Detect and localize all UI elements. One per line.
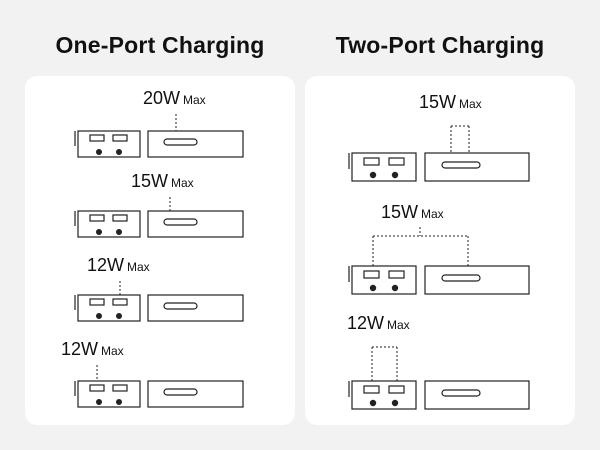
- power-bank-diagram: [348, 125, 530, 182]
- usb-side-view: [74, 380, 141, 408]
- max-label: Max: [101, 344, 124, 358]
- power-bank-diagram: [74, 197, 244, 238]
- usb-a-port-1: [89, 134, 105, 142]
- watts-value: 12W: [61, 339, 99, 359]
- power-bank-diagram: [348, 346, 530, 410]
- usb-c-port: [163, 138, 198, 146]
- usb-side-view: [348, 380, 417, 410]
- usb-side-view: [74, 210, 141, 238]
- usb-c-side-view: [147, 130, 244, 158]
- usb-a-port-2: [112, 134, 128, 142]
- one-port-charging-heading: One-Port Charging: [55, 32, 265, 58]
- power-bank-diagram: [74, 281, 244, 322]
- bracket-connector: [372, 227, 469, 271]
- watts-value: 20W: [143, 88, 181, 108]
- watts-value: 12W: [347, 313, 385, 333]
- usb-c-side-view: [424, 152, 530, 182]
- usb-side-view: [74, 130, 141, 158]
- watts-value: 12W: [87, 255, 125, 275]
- watts-value: 15W: [381, 202, 419, 222]
- two-port-charging-heading: Two-Port Charging: [335, 32, 545, 58]
- bracket-connector: [371, 346, 398, 384]
- usb-side-view: [74, 294, 141, 322]
- usb-side-view: [348, 265, 417, 295]
- max-label: Max: [183, 93, 206, 107]
- max-label: Max: [171, 176, 194, 190]
- usb-c-side-view: [147, 380, 244, 408]
- power-bank-diagram: [74, 365, 244, 408]
- foot-left: [96, 149, 102, 155]
- usb-c-side-view: [147, 210, 244, 238]
- max-label: Max: [421, 207, 444, 221]
- usb-c-side-view: [424, 380, 530, 410]
- power-bank-diagram: [348, 227, 530, 295]
- usb-c-side-view: [147, 294, 244, 322]
- watts-value: 15W: [131, 171, 169, 191]
- max-label: Max: [459, 97, 482, 111]
- power-bank-diagram: [74, 114, 244, 158]
- max-label: Max: [127, 260, 150, 274]
- foot-right: [116, 149, 122, 155]
- watts-value: 15W: [419, 92, 457, 112]
- usb-side-view: [348, 152, 417, 182]
- max-label: Max: [387, 318, 410, 332]
- usb-c-side-view: [424, 265, 530, 295]
- bracket-connector: [450, 125, 470, 158]
